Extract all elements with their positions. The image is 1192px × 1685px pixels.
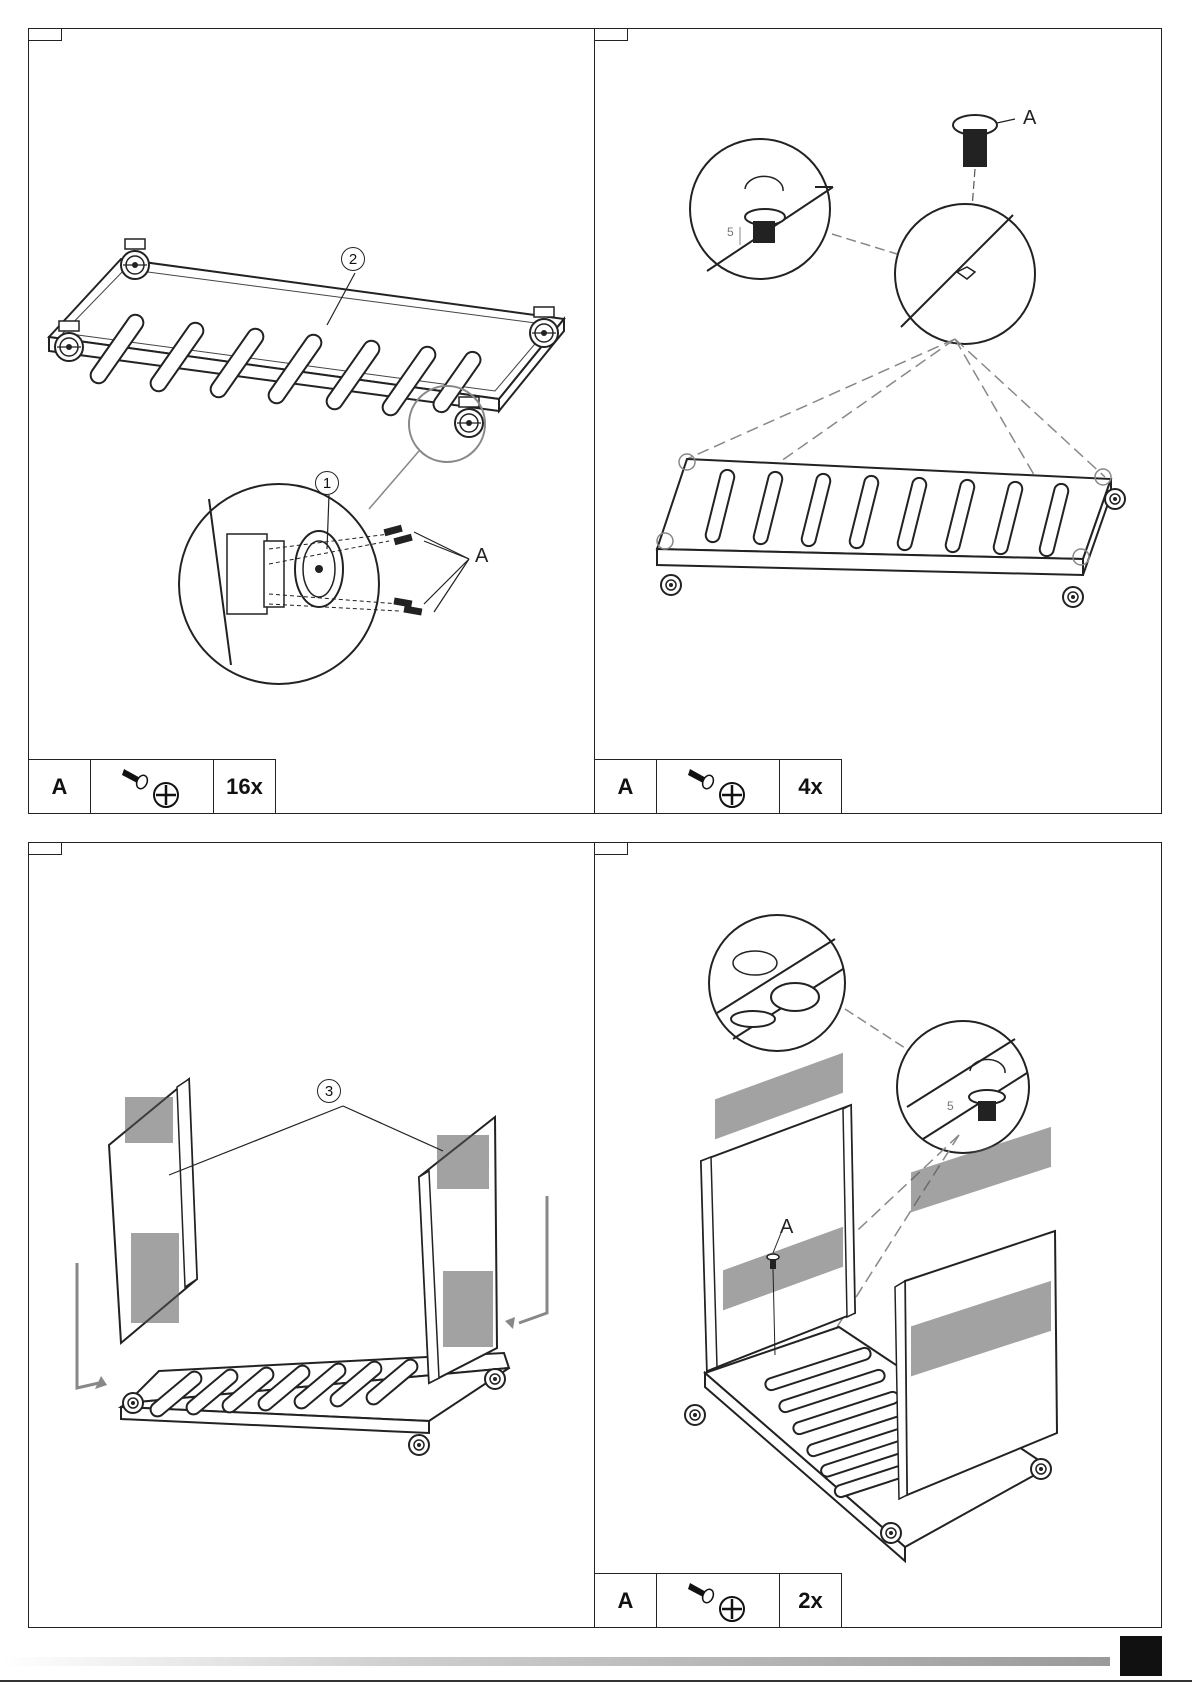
dimension-label: 5 [947, 1099, 954, 1113]
step-panel-2: A 5 A 4x [594, 28, 1162, 814]
side-panel-illustration [29, 843, 597, 1629]
parts-table: A 2x [594, 1573, 842, 1628]
part-callout-3: 3 [317, 1079, 341, 1103]
step-panel-4: A 5 A 2x [594, 842, 1162, 1628]
part-letter: A [595, 1574, 657, 1627]
part-letter: A [29, 760, 91, 813]
part-quantity: 2x [780, 1574, 841, 1627]
fastener-callout: A [475, 545, 488, 568]
part-callout-2: 2 [341, 247, 365, 271]
part-quantity: 16x [214, 760, 275, 813]
footer-rule [0, 1680, 1192, 1682]
parts-table: A 16x [28, 759, 276, 814]
part-callout-1: 1 [315, 471, 339, 495]
screw-icon [91, 760, 214, 813]
footer-gradient-bar [0, 1657, 1110, 1666]
page-marker [1120, 1636, 1162, 1676]
dimension-label: 5 [727, 225, 734, 239]
screw-install-illustration [595, 29, 1163, 759]
fastener-callout: A [780, 1216, 793, 1239]
base-tray-illustration [29, 29, 597, 759]
fastener-callout: A [1023, 107, 1036, 130]
screw-icon [657, 1574, 780, 1627]
step-panel-1: 2 1 A A 16x [28, 28, 596, 814]
step-panel-3: 3 [28, 842, 596, 1628]
part-letter: A [595, 760, 657, 813]
parts-table: A 4x [594, 759, 842, 814]
screw-icon [657, 760, 780, 813]
panel-screw-illustration [595, 843, 1163, 1573]
part-quantity: 4x [780, 760, 841, 813]
